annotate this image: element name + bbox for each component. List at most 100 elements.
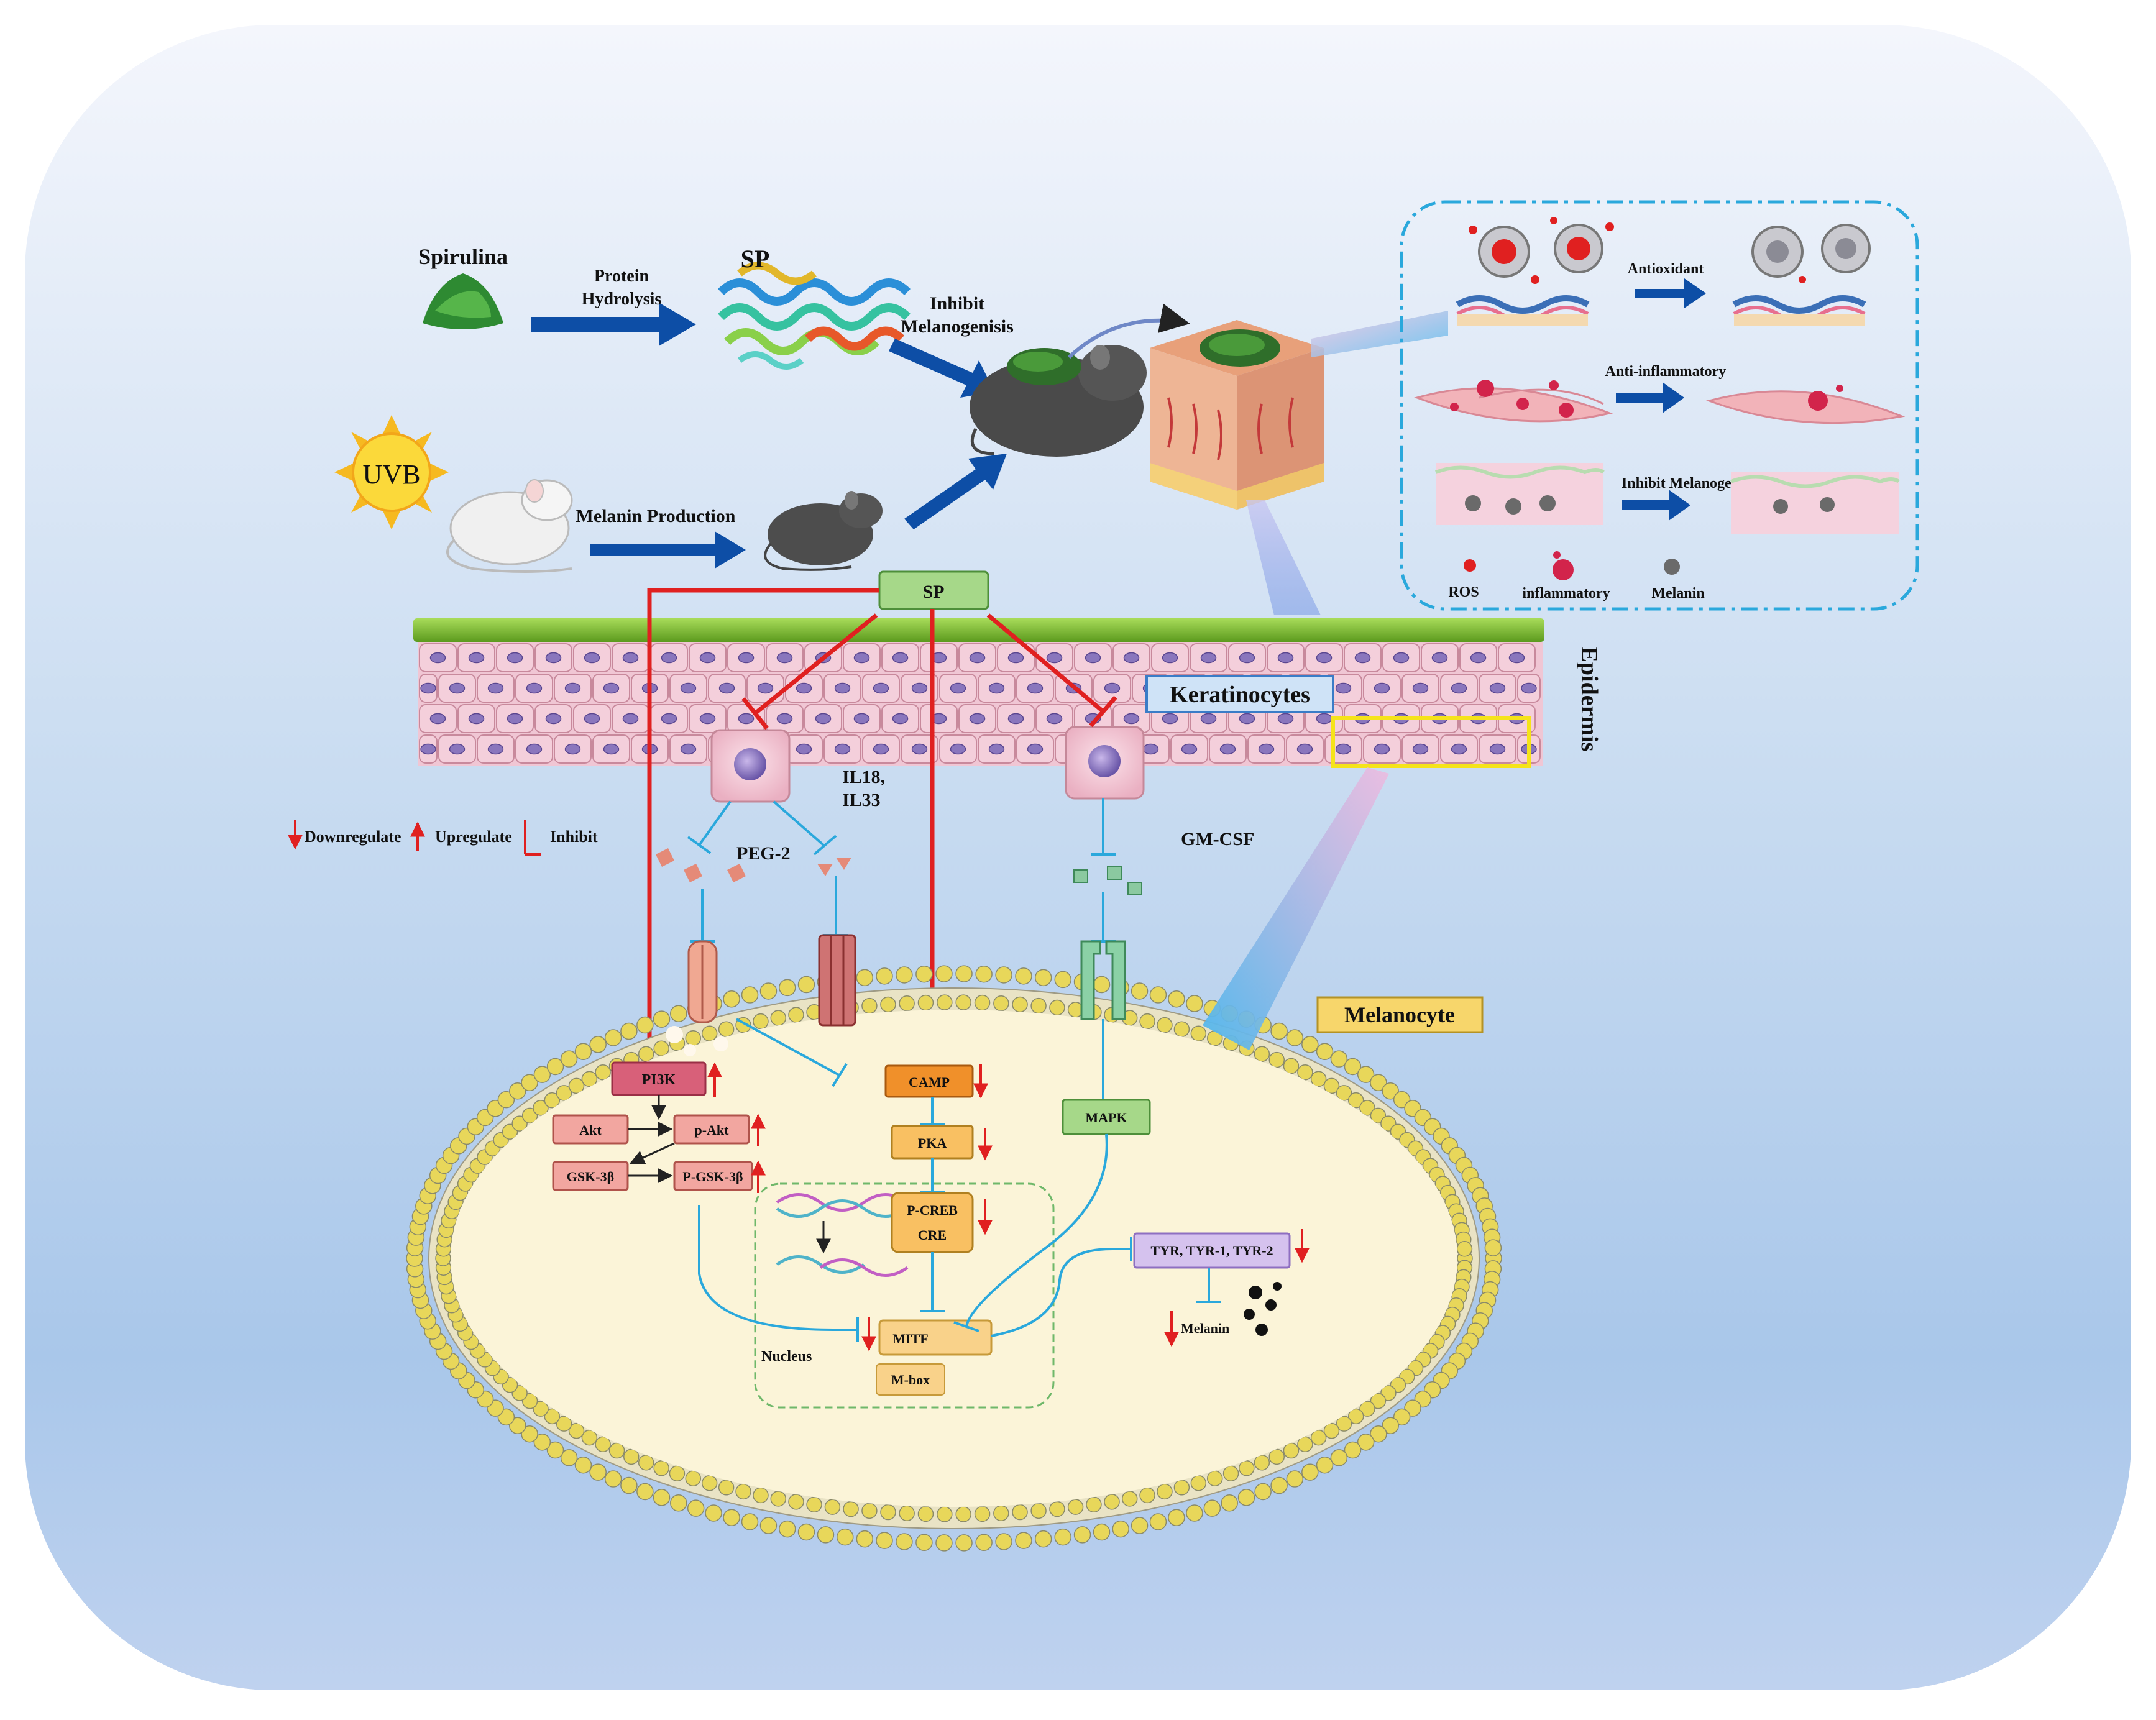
inset-box	[1400, 200, 1919, 611]
melanin-legend-icon	[1664, 559, 1680, 575]
membrane-bead	[560, 1449, 578, 1466]
membrane-bead	[1344, 1058, 1362, 1076]
membrane-bead	[880, 1504, 896, 1521]
keratinocyte-nucleus	[796, 743, 812, 755]
keratinocyte-nucleus	[911, 743, 928, 755]
keratinocyte-nucleus	[545, 713, 562, 725]
membrane-bead	[1359, 1401, 1375, 1417]
membrane-bead	[955, 1506, 971, 1522]
p-creb-label: P-CREB	[907, 1202, 958, 1218]
membrane-bead	[1054, 1528, 1071, 1546]
keratinocyte-nucleus	[449, 743, 466, 755]
keratinocyte-nucleus	[988, 743, 1005, 755]
membrane-bead	[521, 1074, 538, 1092]
cre-label: CRE	[918, 1227, 947, 1243]
gmcsf-ligands	[1073, 866, 1142, 895]
membrane-bead	[935, 1534, 953, 1552]
membrane-bead	[797, 1523, 815, 1541]
inflammatory-legend-icon	[1553, 559, 1574, 580]
arrow-inhibit-icon	[889, 339, 994, 398]
membrane-bead	[608, 1442, 625, 1459]
membrane-bead	[638, 1455, 654, 1471]
membrane-bead	[937, 1506, 953, 1522]
keratinocyte-nucleus	[911, 682, 928, 694]
membrane-bead	[797, 976, 815, 994]
membrane-bead	[1139, 1487, 1155, 1504]
membrane-bead	[1283, 1058, 1300, 1074]
keratinocyte-nucleus	[545, 652, 562, 664]
il-label-1: IL18,	[842, 767, 885, 787]
skin-after-icon	[1730, 472, 1900, 534]
membrane-bead	[533, 1066, 551, 1083]
membrane-bead	[1270, 1476, 1288, 1494]
treated-mouse-icon	[970, 345, 1147, 457]
membrane-bead	[1157, 1017, 1173, 1033]
camp-box	[884, 1064, 974, 1098]
p-akt-to-gsk-arrow-icon	[629, 1142, 675, 1164]
keratinocyte-nucleus	[1239, 713, 1255, 725]
membrane-bead	[1336, 1085, 1352, 1101]
sp-box-label: SP	[922, 582, 944, 602]
membrane-bead	[1112, 1520, 1129, 1538]
membrane-bead	[574, 1456, 592, 1474]
il-label-2: IL33	[842, 790, 881, 810]
keratinocyte-nucleus	[699, 652, 716, 664]
keratinocyte-cell-right	[1065, 726, 1145, 800]
membrane-bead	[759, 982, 778, 1000]
membrane-bead	[1357, 1066, 1375, 1083]
keratinocyte-nucleus	[1007, 713, 1024, 725]
melanin-granules-icon	[1244, 1282, 1282, 1336]
bubble	[713, 1036, 728, 1051]
membrane-bead	[1073, 1526, 1091, 1544]
membrane-bead	[1323, 1077, 1340, 1094]
membrane-bead	[1206, 1470, 1223, 1486]
keratinocyte-nucleus	[1142, 743, 1159, 755]
membrane-bead	[915, 1534, 933, 1552]
keratinocyte-nucleus	[1508, 652, 1525, 664]
bubble	[684, 1044, 696, 1056]
membrane-bead	[604, 1029, 622, 1046]
keratinocyte-nucleus	[1374, 682, 1390, 694]
membrane-bead	[1186, 995, 1203, 1012]
hydrolysis-label-1: Protein	[594, 267, 649, 286]
membrane-bead	[837, 1528, 854, 1546]
membrane-bead	[974, 1506, 991, 1522]
keratinocyte-nucleus	[1335, 743, 1352, 755]
keratinocyte-nucleus	[1123, 652, 1140, 664]
membrane-bead	[993, 995, 1009, 1012]
inflammation-before-icon	[1414, 380, 1613, 423]
membrane-bead	[509, 1417, 526, 1434]
membrane-bead	[701, 1475, 718, 1491]
gmcsf-receptor-icon	[1080, 940, 1126, 1020]
membrane-bead	[1347, 1092, 1364, 1109]
dark-mouse-icon	[764, 491, 883, 571]
membrane-bead	[718, 1021, 735, 1037]
keratinocyte-nucleus	[873, 743, 889, 755]
keratinocyte-nucleus	[449, 682, 466, 694]
membrane-bead	[1186, 1504, 1203, 1522]
zoom-cone-melanocyte	[1203, 767, 1389, 1050]
bubble	[666, 1026, 683, 1043]
spirulina-highlight	[435, 291, 491, 318]
membrane-bead	[1012, 1504, 1028, 1521]
membrane-bead	[581, 1429, 598, 1446]
membrane-bead	[824, 1499, 841, 1515]
membrane-bead	[1149, 1513, 1167, 1530]
membrane-bead	[653, 1040, 669, 1057]
keratinocyte-nucleus	[1489, 743, 1506, 755]
membrane-bead	[653, 1010, 671, 1028]
legend-downregulate: Downregulate	[305, 828, 401, 846]
keratinocyte-nucleus	[853, 713, 870, 725]
white-mouse-icon	[446, 479, 573, 573]
membrane-bead	[544, 1408, 561, 1425]
keratinocyte-nucleus	[1258, 743, 1275, 755]
inflammation-after-icon	[1706, 385, 1906, 424]
inflammatory-legend-dot	[1553, 551, 1561, 559]
membrane-bead	[1012, 996, 1028, 1013]
keratinocyte-nucleus	[1296, 743, 1313, 755]
membrane-bead	[779, 1520, 796, 1538]
keratinocyte-nucleus	[757, 682, 774, 694]
membrane-bead	[1370, 1425, 1387, 1443]
keratinocyte-nucleus	[776, 652, 793, 664]
membrane-bead	[1301, 1463, 1319, 1481]
